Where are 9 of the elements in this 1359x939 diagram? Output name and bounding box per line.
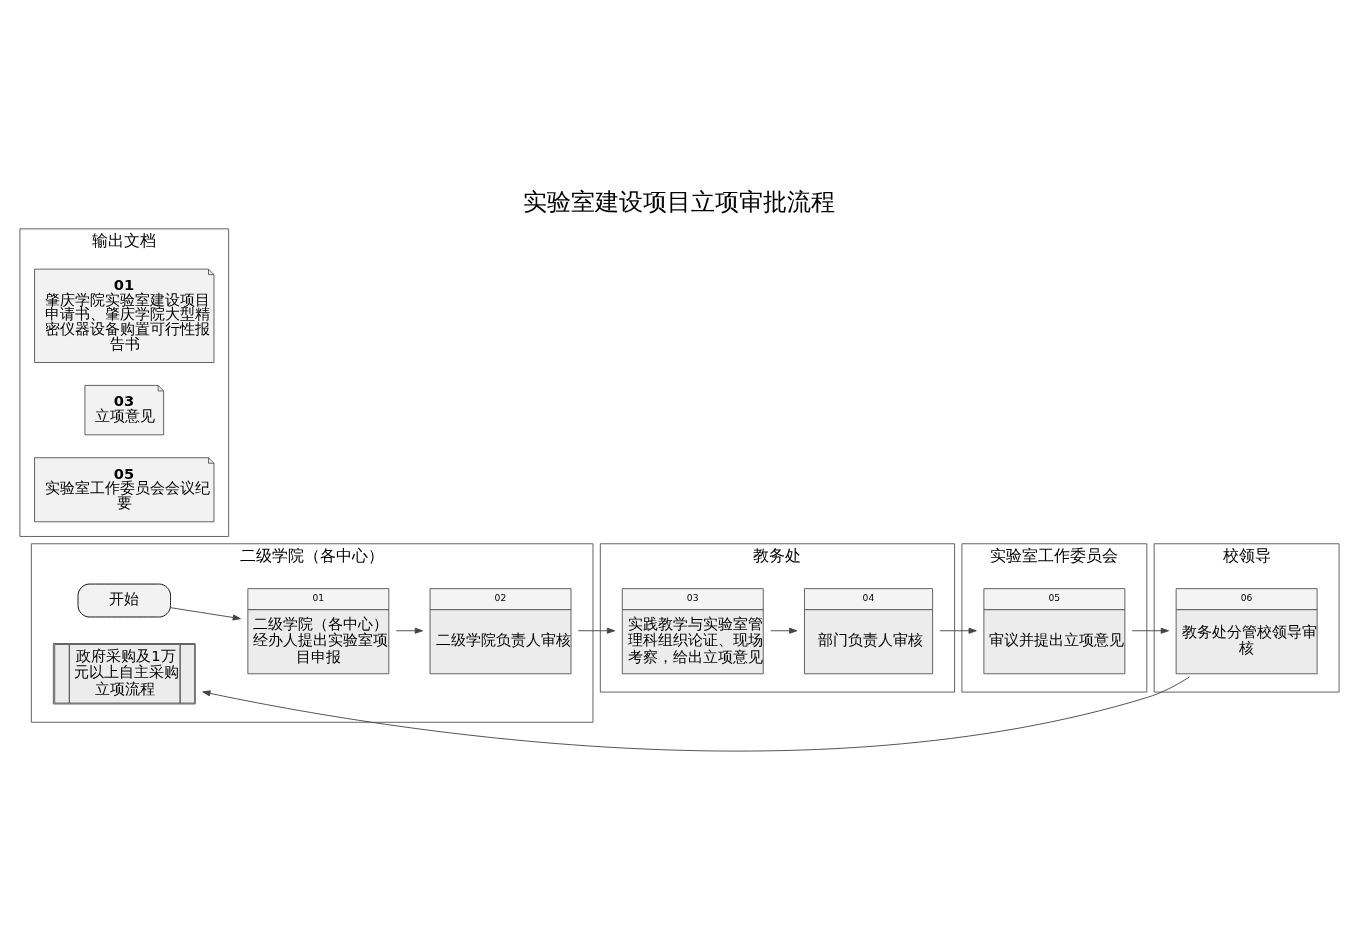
arrow: [170, 607, 241, 621]
arrow: [770, 627, 798, 634]
arrow: [1131, 627, 1169, 634]
arrow: [939, 627, 977, 634]
arrow: [395, 627, 424, 634]
node-box: 开始: [77, 583, 171, 618]
arrow: [202, 676, 1190, 752]
arrow: [577, 627, 616, 634]
diagram-title: 实验室建设项目立项审批流程: [523, 188, 836, 217]
